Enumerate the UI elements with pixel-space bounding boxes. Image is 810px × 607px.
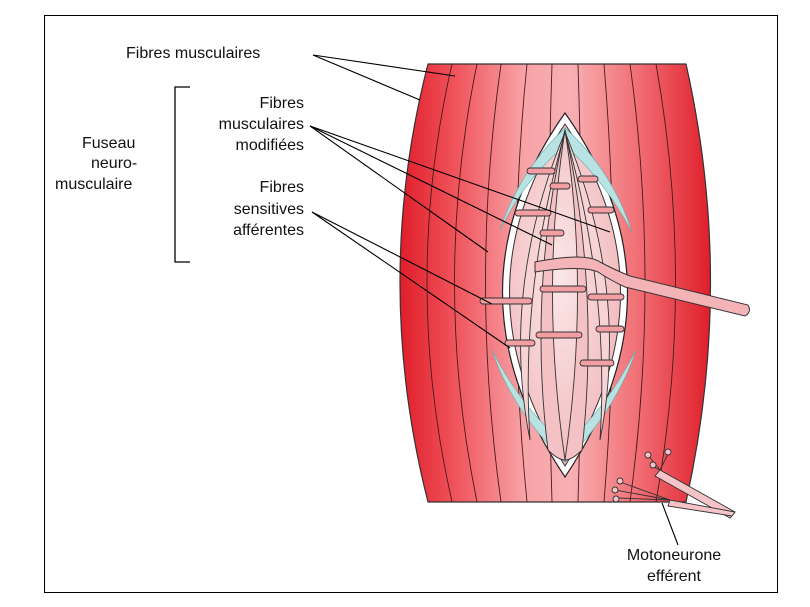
- svg-text:Fuseau: Fuseau: [82, 135, 135, 152]
- svg-text:musculaires: musculaires: [219, 116, 304, 133]
- fuseau-bracket: [174, 86, 190, 263]
- label-fibres-sensitives: Fibres sensitives afférentes: [233, 179, 304, 239]
- svg-text:Fibres: Fibres: [260, 179, 304, 196]
- svg-text:Fibres: Fibres: [260, 95, 304, 112]
- label-fibres-musculaires: Fibres musculaires: [126, 45, 260, 62]
- label-fibres-modifiees: Fibres musculaires modifiées: [219, 95, 304, 154]
- svg-text:Motoneurone: Motoneurone: [627, 547, 721, 564]
- svg-text:musculaire: musculaire: [55, 176, 132, 193]
- sensory-endings: [479, 167, 625, 367]
- svg-text:modifiées: modifiées: [236, 137, 304, 154]
- afferent-nerve-trunk: [534, 256, 750, 317]
- svg-text:afférentes: afférentes: [233, 222, 304, 239]
- svg-text:neuro-: neuro-: [91, 155, 137, 172]
- svg-text:efférent: efférent: [647, 568, 702, 585]
- label-fuseau: Fuseau neuro- musculaire: [55, 135, 137, 193]
- svg-text:sensitives: sensitives: [234, 201, 304, 218]
- label-motoneurone: Motoneurone efférent: [627, 547, 721, 585]
- motoneurone-endings: [611, 448, 736, 519]
- leader-lines: [309, 54, 679, 546]
